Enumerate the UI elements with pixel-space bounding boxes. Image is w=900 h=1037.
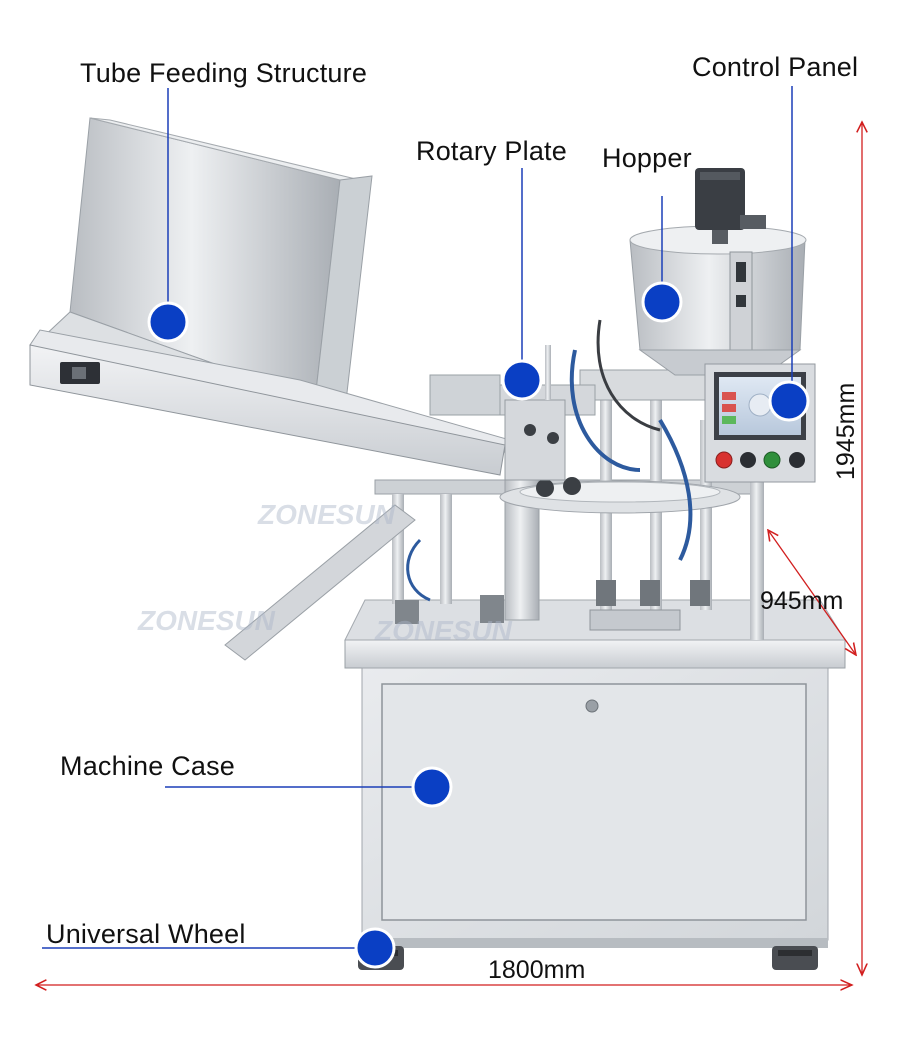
machine-case xyxy=(344,599,846,948)
marker-control-panel xyxy=(768,380,810,422)
dimension-width: 1800mm xyxy=(488,956,586,984)
dimension-depth: 945mm xyxy=(760,587,844,615)
hopper xyxy=(629,168,807,376)
universal-wheels xyxy=(358,946,818,970)
label-control-panel: Control Panel xyxy=(692,52,859,82)
watermark-3: ZONESUN xyxy=(374,615,513,646)
rotary-plate xyxy=(504,345,566,481)
label-machine-case: Machine Case xyxy=(60,751,235,781)
depth-dimension-arrow xyxy=(768,530,856,655)
watermark-1: ZONESUN xyxy=(257,499,396,530)
label-universal-wheel: Universal Wheel xyxy=(46,919,246,949)
watermark-2: ZONESUN xyxy=(137,605,276,636)
control-panel xyxy=(704,363,816,483)
filling-mechanism xyxy=(374,319,764,640)
marker-tube-feeding xyxy=(147,301,189,343)
marker-dots xyxy=(147,281,810,969)
label-hopper: Hopper xyxy=(602,143,692,173)
marker-rotary-plate xyxy=(501,359,543,401)
marker-machine-case xyxy=(411,766,453,808)
dimension-arrows xyxy=(36,122,862,985)
label-rotary-plate: Rotary Plate xyxy=(416,136,567,166)
label-tube-feeding-structure: Tube Feeding Structure xyxy=(80,58,368,88)
marker-hopper xyxy=(641,281,683,323)
marker-universal-wheel xyxy=(354,927,396,969)
tube-feeding-structure xyxy=(29,117,511,661)
dimension-height: 1945mm xyxy=(832,382,860,480)
leader-lines xyxy=(42,86,793,949)
